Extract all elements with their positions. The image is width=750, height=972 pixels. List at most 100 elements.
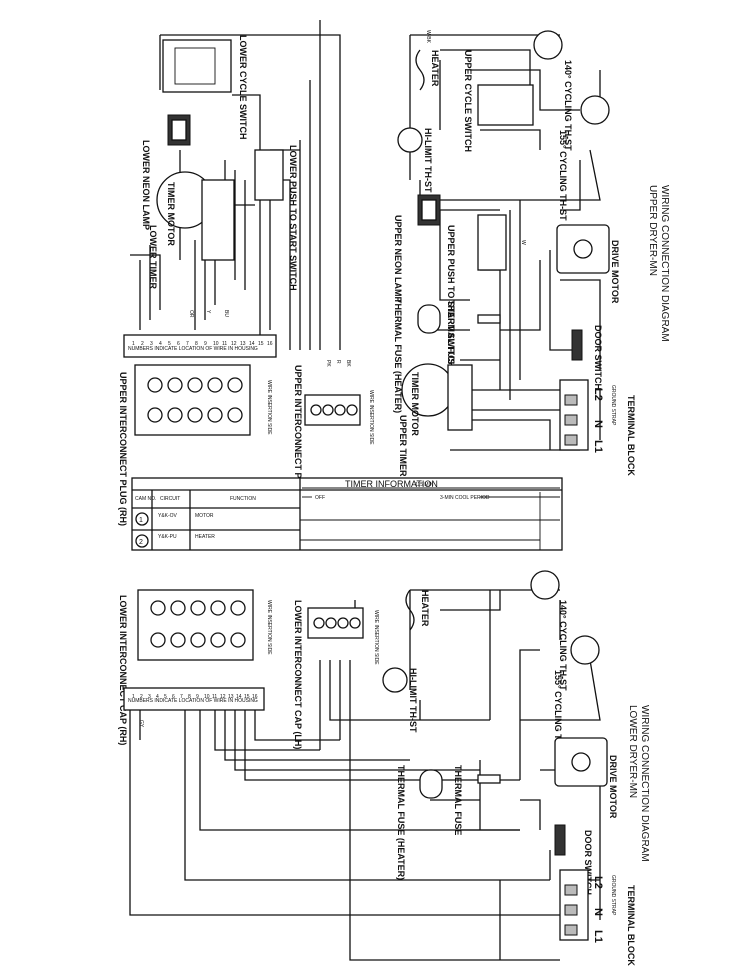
wire-tag-pk: PK bbox=[325, 360, 331, 367]
label-timer-motor: TIMER MOTOR bbox=[166, 182, 176, 246]
upper-pin-5: 5 bbox=[168, 341, 171, 347]
upper-pin-9: 9 bbox=[204, 341, 207, 347]
wire-tag-or: OR bbox=[188, 310, 194, 318]
lower-pin-16: 16 bbox=[252, 694, 258, 700]
upper-pin-12: 12 bbox=[231, 341, 237, 347]
label-upper-neon: UPPER NEON LAMP bbox=[393, 215, 403, 303]
label-lower-140: 140° CYCLING TH-ST bbox=[558, 600, 568, 691]
upper-heater bbox=[415, 49, 425, 91]
label-upper-timer-motor: TIMER MOTOR bbox=[410, 372, 420, 436]
upper-pin-2: 2 bbox=[141, 341, 144, 347]
lower-pin-9: 9 bbox=[196, 694, 199, 700]
label-lower-fuse: THERMAL FUSE bbox=[453, 765, 463, 835]
label-lower-cycle-switch: LOWER CYCLE SWITCH bbox=[238, 35, 248, 140]
label-lower-drive-motor: DRIVE MOTOR bbox=[608, 755, 618, 819]
lower-cap-lh bbox=[307, 607, 364, 639]
lower-pin-2: 2 bbox=[140, 694, 143, 700]
upper-hi-limit bbox=[397, 127, 423, 153]
upper-pin-10: 10 bbox=[213, 341, 219, 347]
upper-title-1: UPPER DRYER-MN bbox=[647, 185, 658, 276]
lower-140-thermostat bbox=[530, 570, 560, 600]
lower-thermal-fuse-heater bbox=[419, 769, 443, 799]
lower-door-switch bbox=[554, 824, 566, 856]
upper-drive-motor bbox=[556, 224, 610, 274]
wire-tag-bu: BU bbox=[223, 310, 229, 317]
label-lower-door: DOOR SWITCH bbox=[583, 830, 593, 895]
label-lower-cap-rh: LOWER INTERCONNECT CAP (RH) bbox=[118, 595, 128, 745]
upper-pin-11: 11 bbox=[222, 341, 227, 347]
label-upper-fuse-heater: THERMAL FUSE (HEATER) bbox=[393, 298, 403, 413]
label-lower-155: 155° CYCLING TH-ST bbox=[553, 670, 563, 761]
lower-cycle-switch bbox=[162, 39, 232, 93]
lower-pin-4: 4 bbox=[156, 694, 159, 700]
wire-tag-w: W bbox=[520, 240, 526, 245]
wire-tag-bk: BK bbox=[345, 360, 351, 367]
lower-pin-13: 13 bbox=[228, 694, 234, 700]
upper-pin-15: 15 bbox=[258, 341, 264, 347]
upper-pin-8: 8 bbox=[195, 341, 198, 347]
lower-l1: L1 bbox=[592, 930, 604, 943]
label-upper-timer: UPPER TIMER bbox=[398, 415, 408, 477]
timer-row1-circuit: Y&K-OV bbox=[158, 513, 178, 519]
upper-pin-16: 16 bbox=[267, 341, 273, 347]
label-lower-cap-lh: LOWER INTERCONNECT CAP (LH) bbox=[293, 600, 303, 749]
timer-table-title: TIMER INFORMATION bbox=[345, 479, 438, 489]
upper-thermal-fuse bbox=[477, 314, 501, 324]
upper-wire-side-lh: WIRE INSERTION SIDE bbox=[368, 390, 374, 445]
upper-l2: L2 bbox=[592, 388, 604, 401]
label-lower-heater: HEATER bbox=[420, 590, 430, 627]
upper-pin-13: 13 bbox=[240, 341, 246, 347]
lower-housing-strip bbox=[123, 687, 265, 711]
lower-pin-6: 6 bbox=[172, 694, 175, 700]
lower-pin-7: 7 bbox=[180, 694, 183, 700]
upper-door-switch bbox=[571, 329, 583, 361]
timer-row2-function: HEATER bbox=[195, 534, 215, 540]
label-upper-140: 140° CYCLING TH-ST bbox=[563, 60, 573, 151]
label-upper-push: UPPER PUSH TO START SWITCH bbox=[446, 225, 456, 368]
upper-140-thermostat bbox=[533, 30, 563, 60]
upper-pin-14: 14 bbox=[249, 341, 255, 347]
wire-tag-r: R bbox=[335, 360, 341, 364]
timer-row2-cam: 2 bbox=[139, 539, 143, 546]
label-upper-plug-rh: UPPER INTERCONNECT PLUG (RH) bbox=[118, 372, 128, 526]
lower-drive-motor bbox=[554, 737, 608, 787]
timer-row1-cam: 1 bbox=[139, 517, 143, 524]
cam-2-circle bbox=[135, 534, 149, 548]
upper-cycle-switch bbox=[477, 84, 534, 126]
lower-pin-3: 3 bbox=[148, 694, 151, 700]
timer-row1-function: MOTOR bbox=[195, 513, 214, 519]
upper-ground-strap: GROUND STRAP bbox=[610, 385, 616, 426]
upper-terminal-block bbox=[559, 379, 589, 451]
lower-terminal-block bbox=[559, 869, 589, 941]
cam-1-circle bbox=[135, 512, 149, 526]
lower-ground-strap: GROUND STRAP bbox=[610, 875, 616, 916]
upper-155-thermostat bbox=[580, 95, 610, 125]
timer-cool: 3-MIN COOL PERIOD bbox=[440, 495, 490, 501]
upper-title-2: WIRING CONNECTION DIAGRAM bbox=[659, 185, 670, 342]
label-upper-heater: HEATER bbox=[430, 50, 440, 87]
label-upper-door: DOOR SWITCH bbox=[593, 325, 603, 390]
upper-n: N bbox=[592, 420, 604, 428]
upper-neon-lamp bbox=[417, 194, 441, 226]
label-lower-hi-limit: HI-LIMIT TH-ST bbox=[408, 668, 418, 733]
upper-push-switch bbox=[477, 214, 507, 271]
upper-timer-switch bbox=[447, 364, 473, 431]
lower-155-thermostat bbox=[570, 635, 600, 665]
lower-heater bbox=[405, 589, 415, 631]
timer-header-cam: CAM NO. bbox=[135, 496, 156, 502]
label-upper-terminal: TERMINAL BLOCK bbox=[626, 395, 636, 476]
lower-neon-lamp bbox=[167, 114, 191, 146]
timer-row2-circuit: Y&K-PU bbox=[158, 534, 177, 540]
lower-pin-1: 1 bbox=[132, 694, 135, 700]
lower-pin-15: 15 bbox=[244, 694, 250, 700]
lower-cap-rh bbox=[137, 589, 254, 661]
lower-title-1: LOWER DRYER-MN bbox=[627, 705, 638, 798]
timer-header-circuit: CIRCUIT bbox=[160, 496, 180, 502]
upper-l1: L1 bbox=[592, 440, 604, 453]
lower-thermal-fuse bbox=[477, 774, 501, 784]
label-lower-push: LOWER PUSH TO START SWITCH bbox=[288, 145, 298, 291]
label-upper-155: 155° CYCLING TH-ST bbox=[558, 130, 568, 221]
lower-l2: L2 bbox=[592, 876, 604, 889]
lower-push-switch bbox=[254, 149, 284, 201]
upper-pin-4: 4 bbox=[159, 341, 162, 347]
